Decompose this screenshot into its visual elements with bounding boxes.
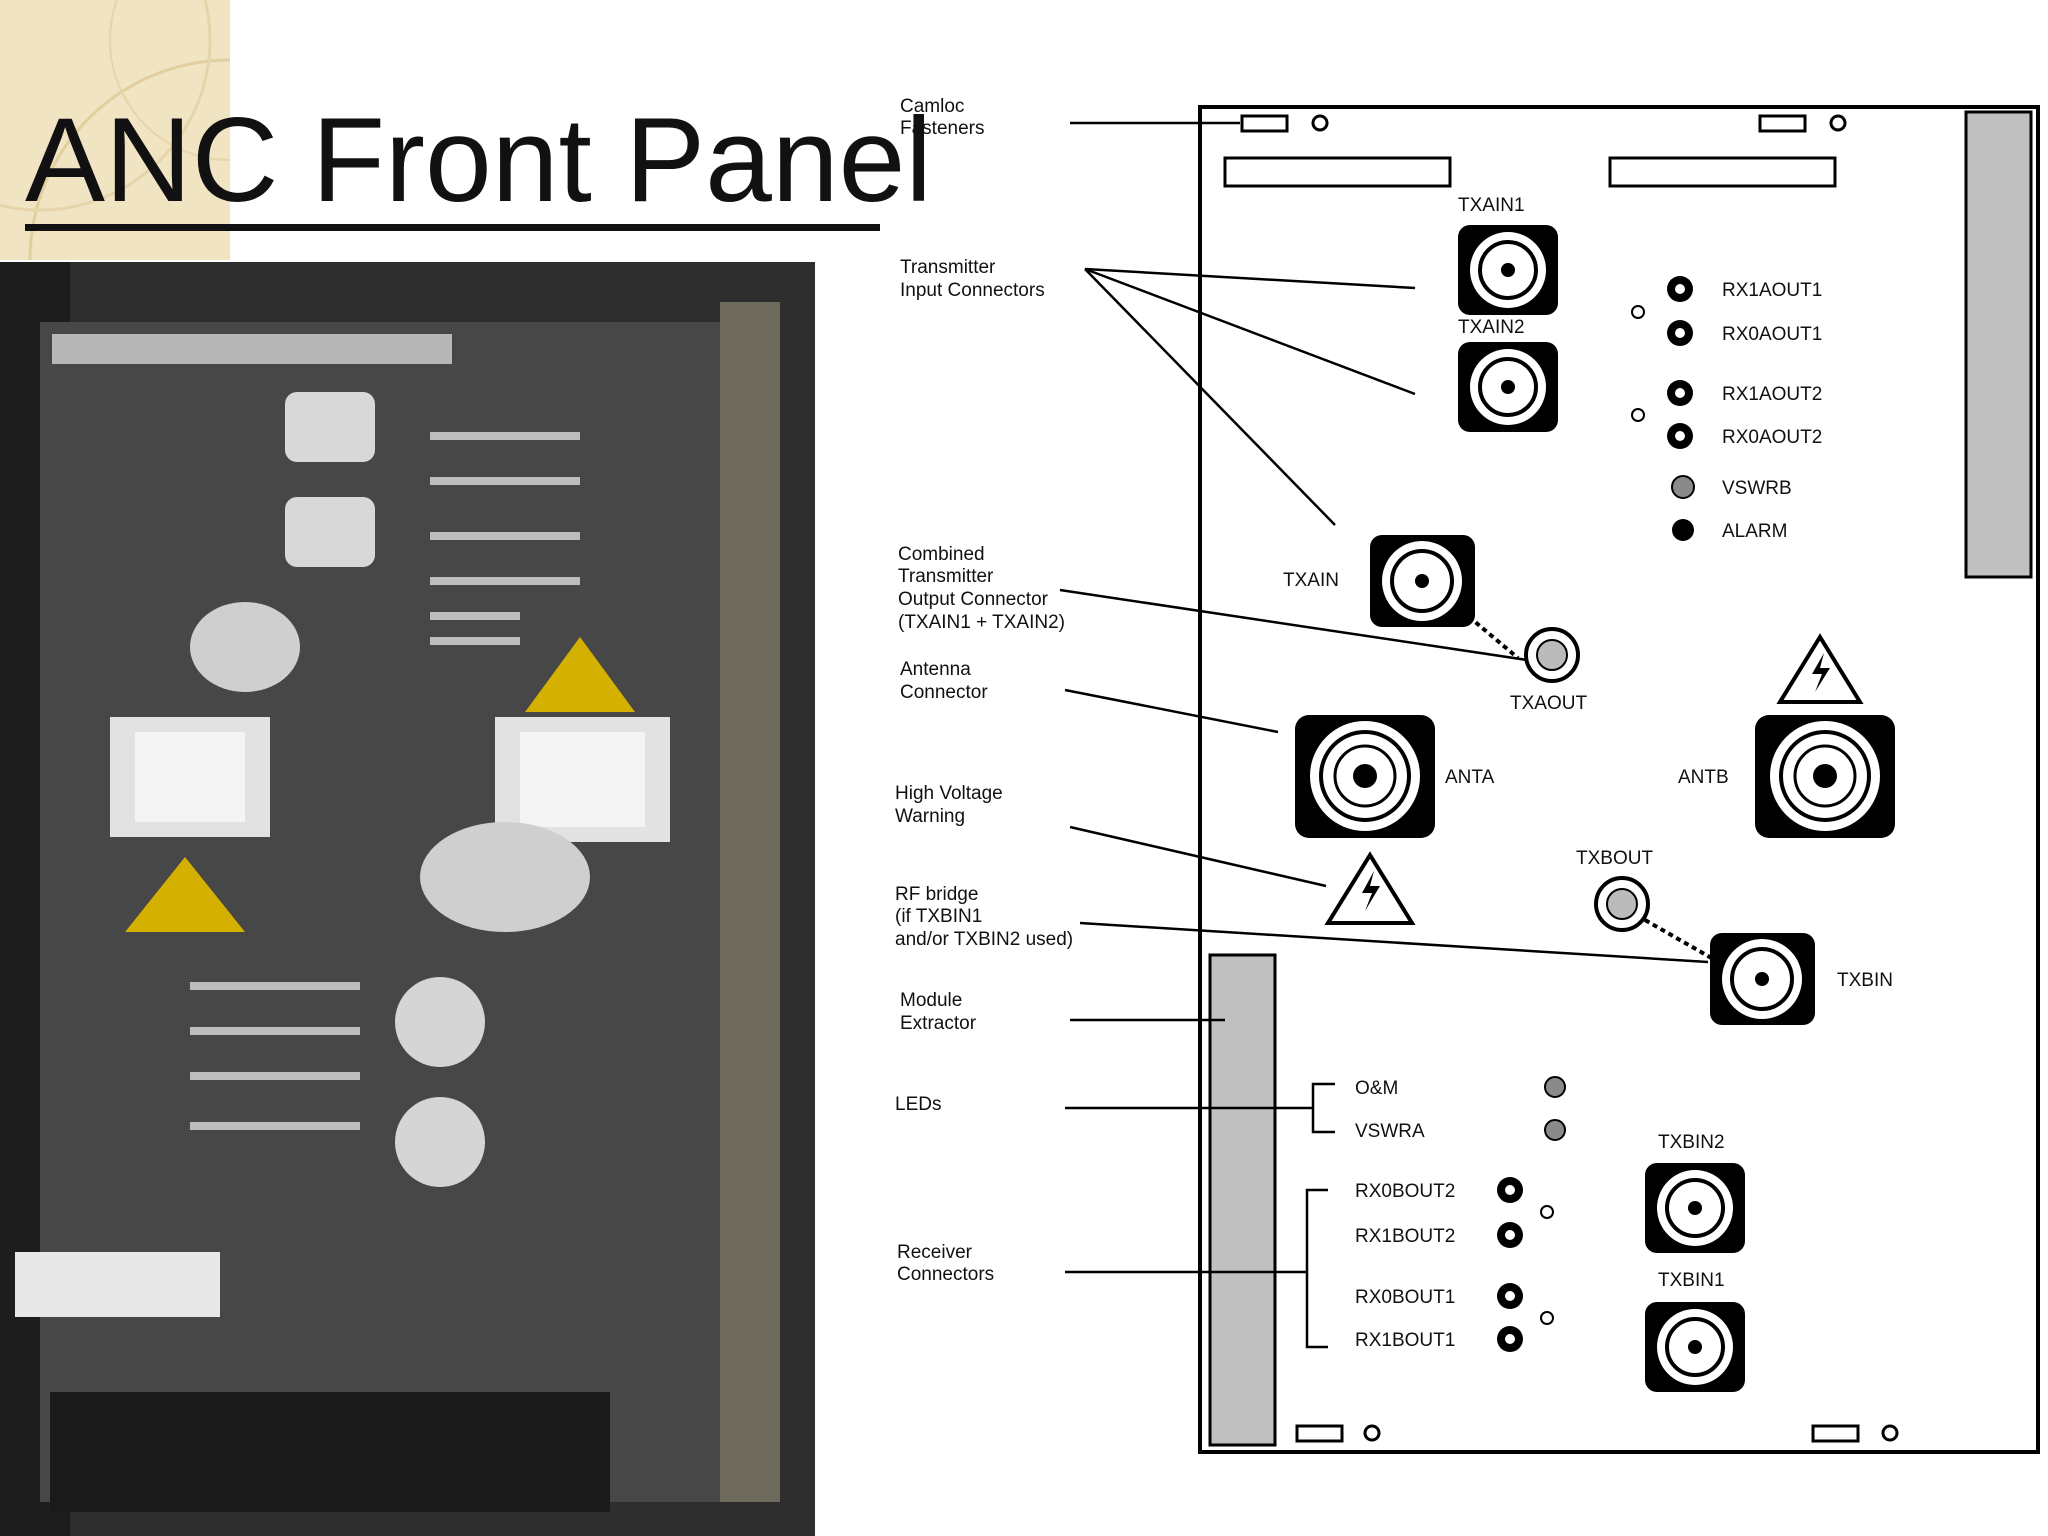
antb-label: ANTB: [1678, 767, 1729, 788]
rx0aout1-label: RX0AOUT1: [1722, 324, 1822, 345]
rx1aout2-label: RX1AOUT2: [1722, 384, 1822, 405]
rx0aout2-label: RX0AOUT2: [1722, 427, 1822, 448]
txbin2-label: TXBIN2: [1658, 1132, 1725, 1153]
vswra-led: [1544, 1119, 1566, 1141]
panel-photo: [0, 262, 815, 1536]
rx-a-ports: [1631, 276, 1695, 541]
txbout-label: TXBOUT: [1576, 848, 1653, 869]
rx1bout2-label: RX1BOUT2: [1355, 1226, 1455, 1247]
panel-photo-graphic: [0, 262, 815, 1536]
txain1-connector: [1458, 225, 1558, 315]
top-slot-right: [1608, 156, 1837, 188]
tx-input-callout: Transmitter Input Connectors: [900, 257, 1045, 301]
receiver-callout: Receiver Connectors: [897, 1242, 994, 1285]
rx-b-ports: [1497, 1177, 1554, 1352]
txaout-label: TXAOUT: [1510, 693, 1587, 714]
txbout-connector: [1594, 876, 1650, 932]
txaout-connector: [1524, 627, 1580, 683]
leds-callout: LEDs: [895, 1094, 941, 1115]
corner-decoration: [0, 0, 432, 462]
rx1aout1-label: RX1AOUT1: [1722, 280, 1822, 301]
txbin-label: TXBIN: [1837, 970, 1893, 991]
title-underline: [25, 224, 880, 231]
high-voltage-warning-icon: [1776, 633, 1864, 704]
antb-connector: [1755, 715, 1895, 838]
alarm-label: ALARM: [1722, 521, 1787, 542]
antenna-callout: Antenna Connector: [900, 659, 988, 703]
txain-label: TXAIN: [1283, 570, 1339, 591]
right-gray-bar: [1964, 110, 2033, 579]
high-voltage-callout: High Voltage Warning: [895, 783, 1008, 827]
anta-label: ANTA: [1445, 767, 1495, 788]
rf-bridge-callout: RF bridge (if TXBIN1 and/or TXBIN2 used): [895, 884, 1073, 950]
txain-connector: [1370, 535, 1475, 627]
camloc-callout: Camloc Fasteners: [900, 96, 984, 139]
txbin-connector: [1710, 933, 1815, 1025]
txbin1-connector: [1645, 1302, 1745, 1392]
slide-title: ANC Front Panel: [25, 93, 933, 227]
front-panel-diagram: TXAIN1 TXAIN2 RX1AOUT1 RX0AOUT1 RX1AOUT2…: [880, 80, 2048, 1500]
txbin1-label: TXBIN1: [1658, 1270, 1725, 1291]
camloc-fasteners: [1240, 114, 1899, 1443]
om-led: [1544, 1076, 1566, 1098]
combined-callout: Combined Transmitter Output Connector (T…: [898, 544, 1065, 633]
top-slot-left: [1223, 156, 1452, 188]
leader-lines: [1059, 121, 1709, 1349]
rx0bout1-label: RX0BOUT1: [1355, 1287, 1455, 1308]
high-voltage-warning-icon-lower: [1324, 851, 1416, 925]
vswra-label: VSWRA: [1355, 1121, 1425, 1142]
module-extractor-callout: Module Extractor: [900, 990, 977, 1034]
module-extractor-bar: [1208, 953, 1277, 1447]
vswrb-label: VSWRB: [1722, 478, 1792, 499]
rx0bout2-label: RX0BOUT2: [1355, 1181, 1455, 1202]
front-panel-diagram-svg: TXAIN1 TXAIN2 RX1AOUT1 RX0AOUT1 RX1AOUT2…: [895, 96, 2040, 1454]
txain2-label: TXAIN2: [1458, 317, 1525, 338]
txbin2-connector: [1645, 1163, 1745, 1253]
txain1-label: TXAIN1: [1458, 195, 1525, 216]
anta-connector: [1295, 715, 1435, 838]
txain2-connector: [1458, 342, 1558, 432]
rx1bout1-label: RX1BOUT1: [1355, 1330, 1455, 1351]
om-label: O&M: [1355, 1078, 1398, 1099]
